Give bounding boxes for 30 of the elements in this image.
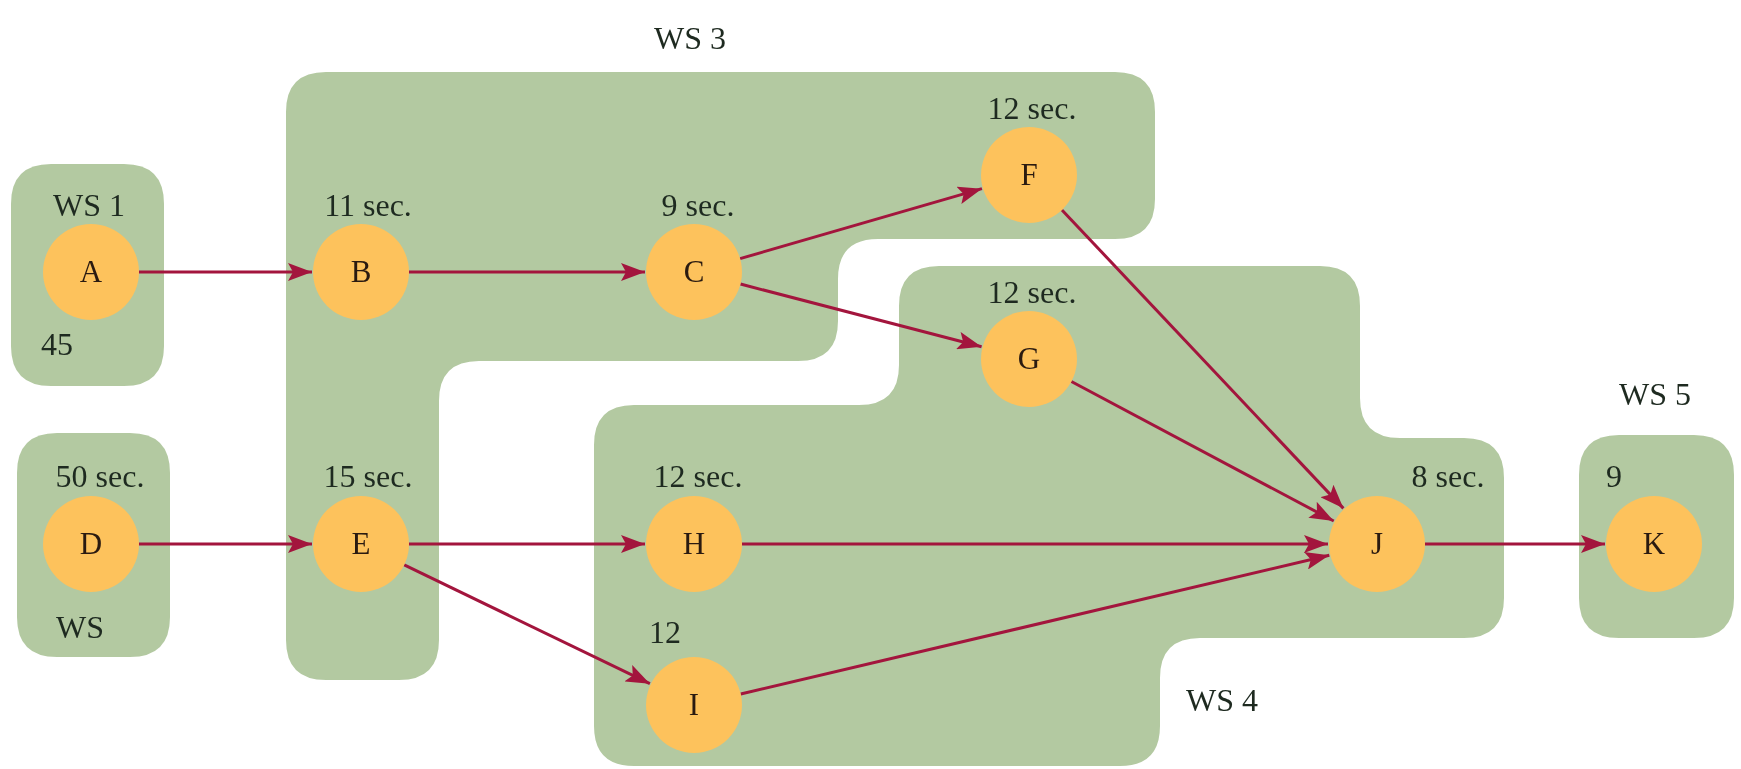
time-label: 9	[1606, 460, 1622, 492]
time-label: 12 sec.	[987, 92, 1077, 124]
time-label: 11 sec.	[324, 189, 412, 221]
time-label: 50 sec.	[55, 460, 145, 492]
arrow	[409, 263, 645, 281]
arrow	[742, 535, 1328, 553]
arrow	[1070, 380, 1335, 523]
time-label: 12 sec.	[987, 276, 1077, 308]
arrow	[403, 563, 651, 686]
station-label: WS 3	[654, 22, 726, 54]
arrow	[139, 263, 312, 281]
time-label: 15 sec.	[323, 460, 413, 492]
time-label: 45	[41, 328, 73, 360]
time-label: 9 sec.	[661, 189, 735, 221]
arrow	[740, 552, 1330, 696]
time-label: 12 sec.	[653, 460, 743, 492]
arrow	[1425, 535, 1605, 553]
arrow	[740, 282, 982, 350]
workstation-region	[11, 164, 164, 386]
arrow	[139, 535, 312, 553]
station-label: WS 1	[53, 189, 125, 221]
station-label: WS 5	[1619, 378, 1691, 410]
time-label: 12	[649, 616, 681, 648]
workstation-region	[17, 433, 170, 657]
station-label: WS	[56, 611, 104, 643]
arrow	[409, 535, 645, 553]
arrow	[1060, 208, 1345, 510]
arrow	[739, 186, 983, 261]
time-label: 8 sec.	[1411, 460, 1485, 492]
station-label: WS 4	[1186, 684, 1258, 716]
